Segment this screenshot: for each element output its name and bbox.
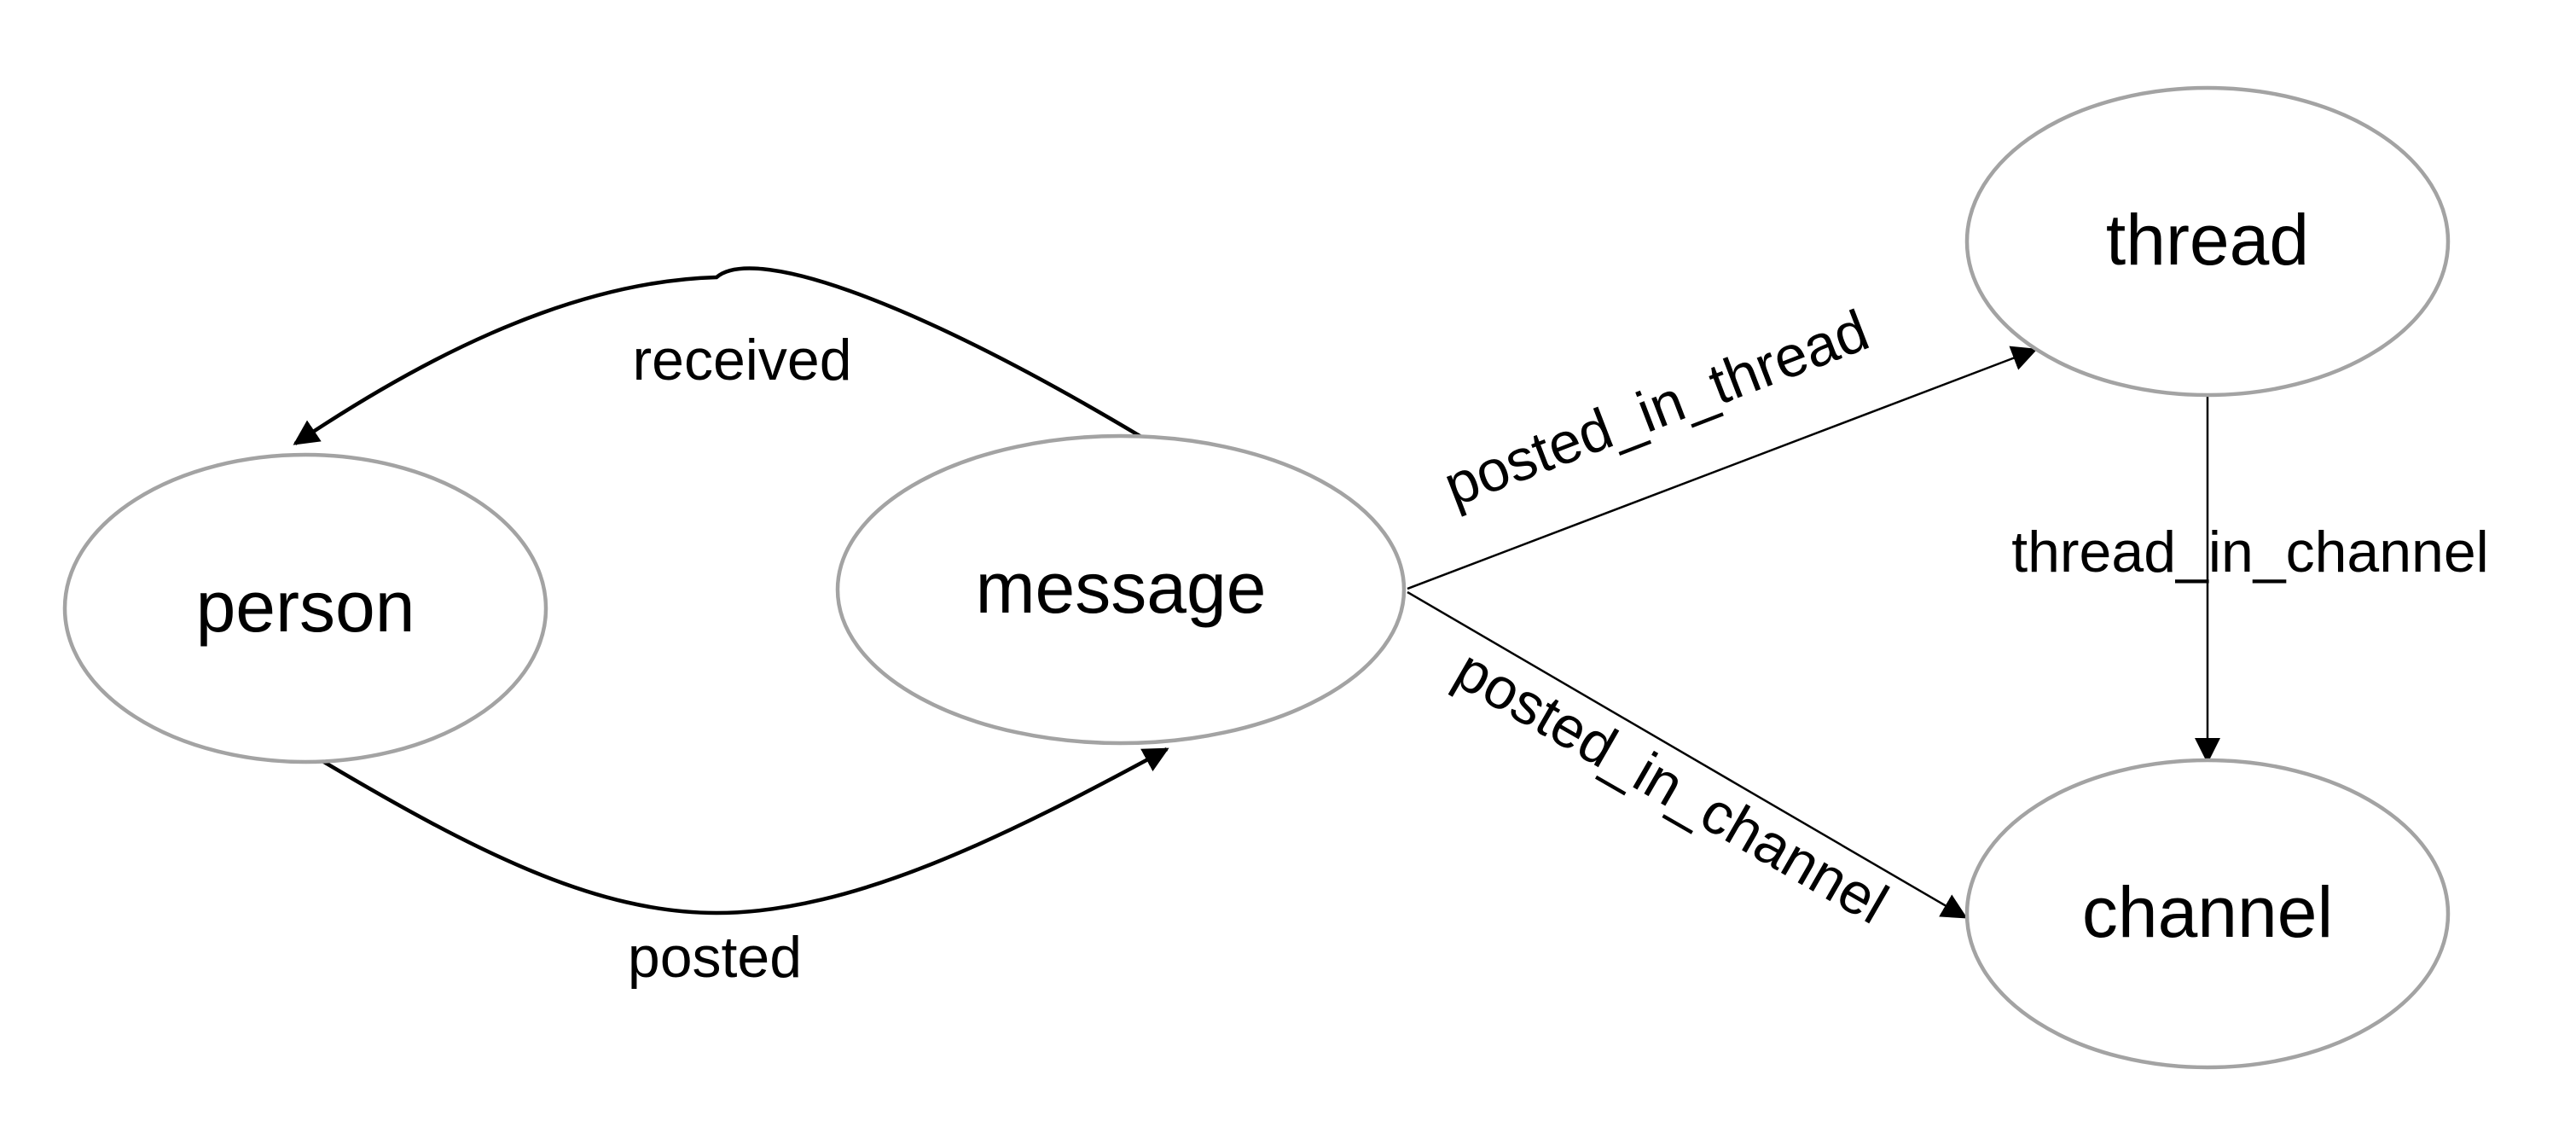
node-channel-label: channel [2082,872,2333,952]
node-thread-label: thread [2106,200,2309,280]
node-channel-shape [1964,758,2451,1070]
node-message[interactable]: message [835,433,1407,746]
edge-label-posted: posted [628,925,802,990]
edge-label-posted-in-channel: posted_in_channel [1444,636,1898,936]
edge-label-received: received [632,328,851,392]
edge-label-posted-in-thread: posted_in_thread [1436,298,1877,519]
edge-posted [321,747,1169,915]
edge-posted-in-channel [1407,590,1968,919]
node-person-label: person [196,567,415,647]
node-thread-shape [1964,85,2451,398]
node-channel[interactable]: channel [1964,758,2451,1070]
node-thread[interactable]: thread [1964,85,2451,398]
node-person[interactable]: person [62,452,548,764]
edge-posted-in-thread [1407,346,2038,590]
node-message-label: message [976,548,1267,628]
edge-label-thread-in-channel: thread_in_channel [2011,520,2489,584]
node-person-shape [62,452,548,764]
edge-received [293,266,1143,445]
node-message-shape [835,433,1407,746]
